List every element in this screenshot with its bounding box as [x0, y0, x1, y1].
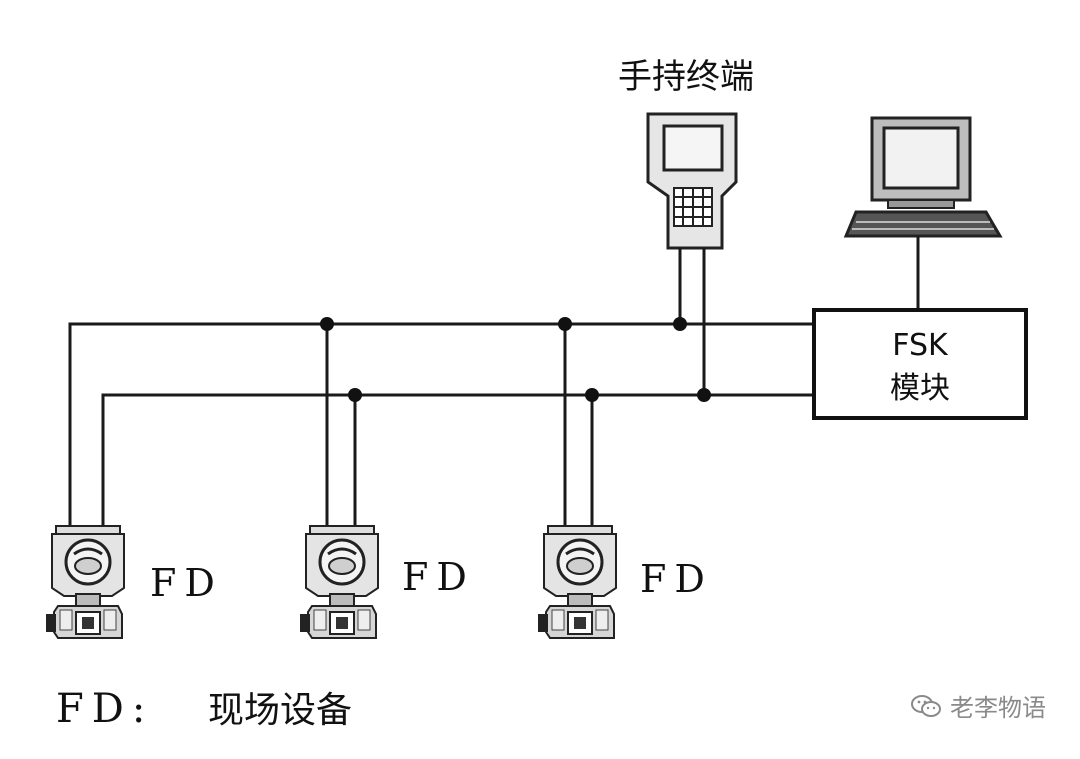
- fsk-module-line1: FSK: [892, 328, 949, 363]
- transmitter-icon: [44, 524, 126, 640]
- field-device-label: FD: [150, 561, 223, 605]
- bus-wires: [68, 236, 920, 545]
- field-device: [536, 524, 618, 640]
- junction-node: [558, 317, 572, 331]
- legend-value: 现场设备: [208, 690, 352, 731]
- junction-nodes: [320, 317, 711, 402]
- junction-node: [320, 317, 334, 331]
- wechat-icon: [911, 694, 941, 717]
- watermark-text: 老李物语: [950, 694, 1046, 722]
- legend-key: FD:: [56, 686, 153, 732]
- junction-node: [673, 317, 687, 331]
- handheld-terminal-icon: [646, 112, 738, 250]
- transmitter-icon: [536, 524, 618, 640]
- handheld-terminal-label: 手持终端: [618, 57, 754, 97]
- transmitter-icon: [298, 524, 380, 640]
- fsk-module: FSK 模块: [812, 308, 1028, 420]
- computer-icon: [843, 116, 1003, 238]
- field-device: [298, 524, 380, 640]
- junction-node: [697, 388, 711, 402]
- junction-node: [348, 388, 362, 402]
- field-device-label: FD: [402, 555, 475, 599]
- field-device: [44, 524, 126, 640]
- watermark: 老李物语: [910, 688, 1046, 723]
- field-device-label: FD: [640, 557, 713, 601]
- junction-node: [585, 388, 599, 402]
- fsk-module-line2: 模块: [890, 371, 950, 406]
